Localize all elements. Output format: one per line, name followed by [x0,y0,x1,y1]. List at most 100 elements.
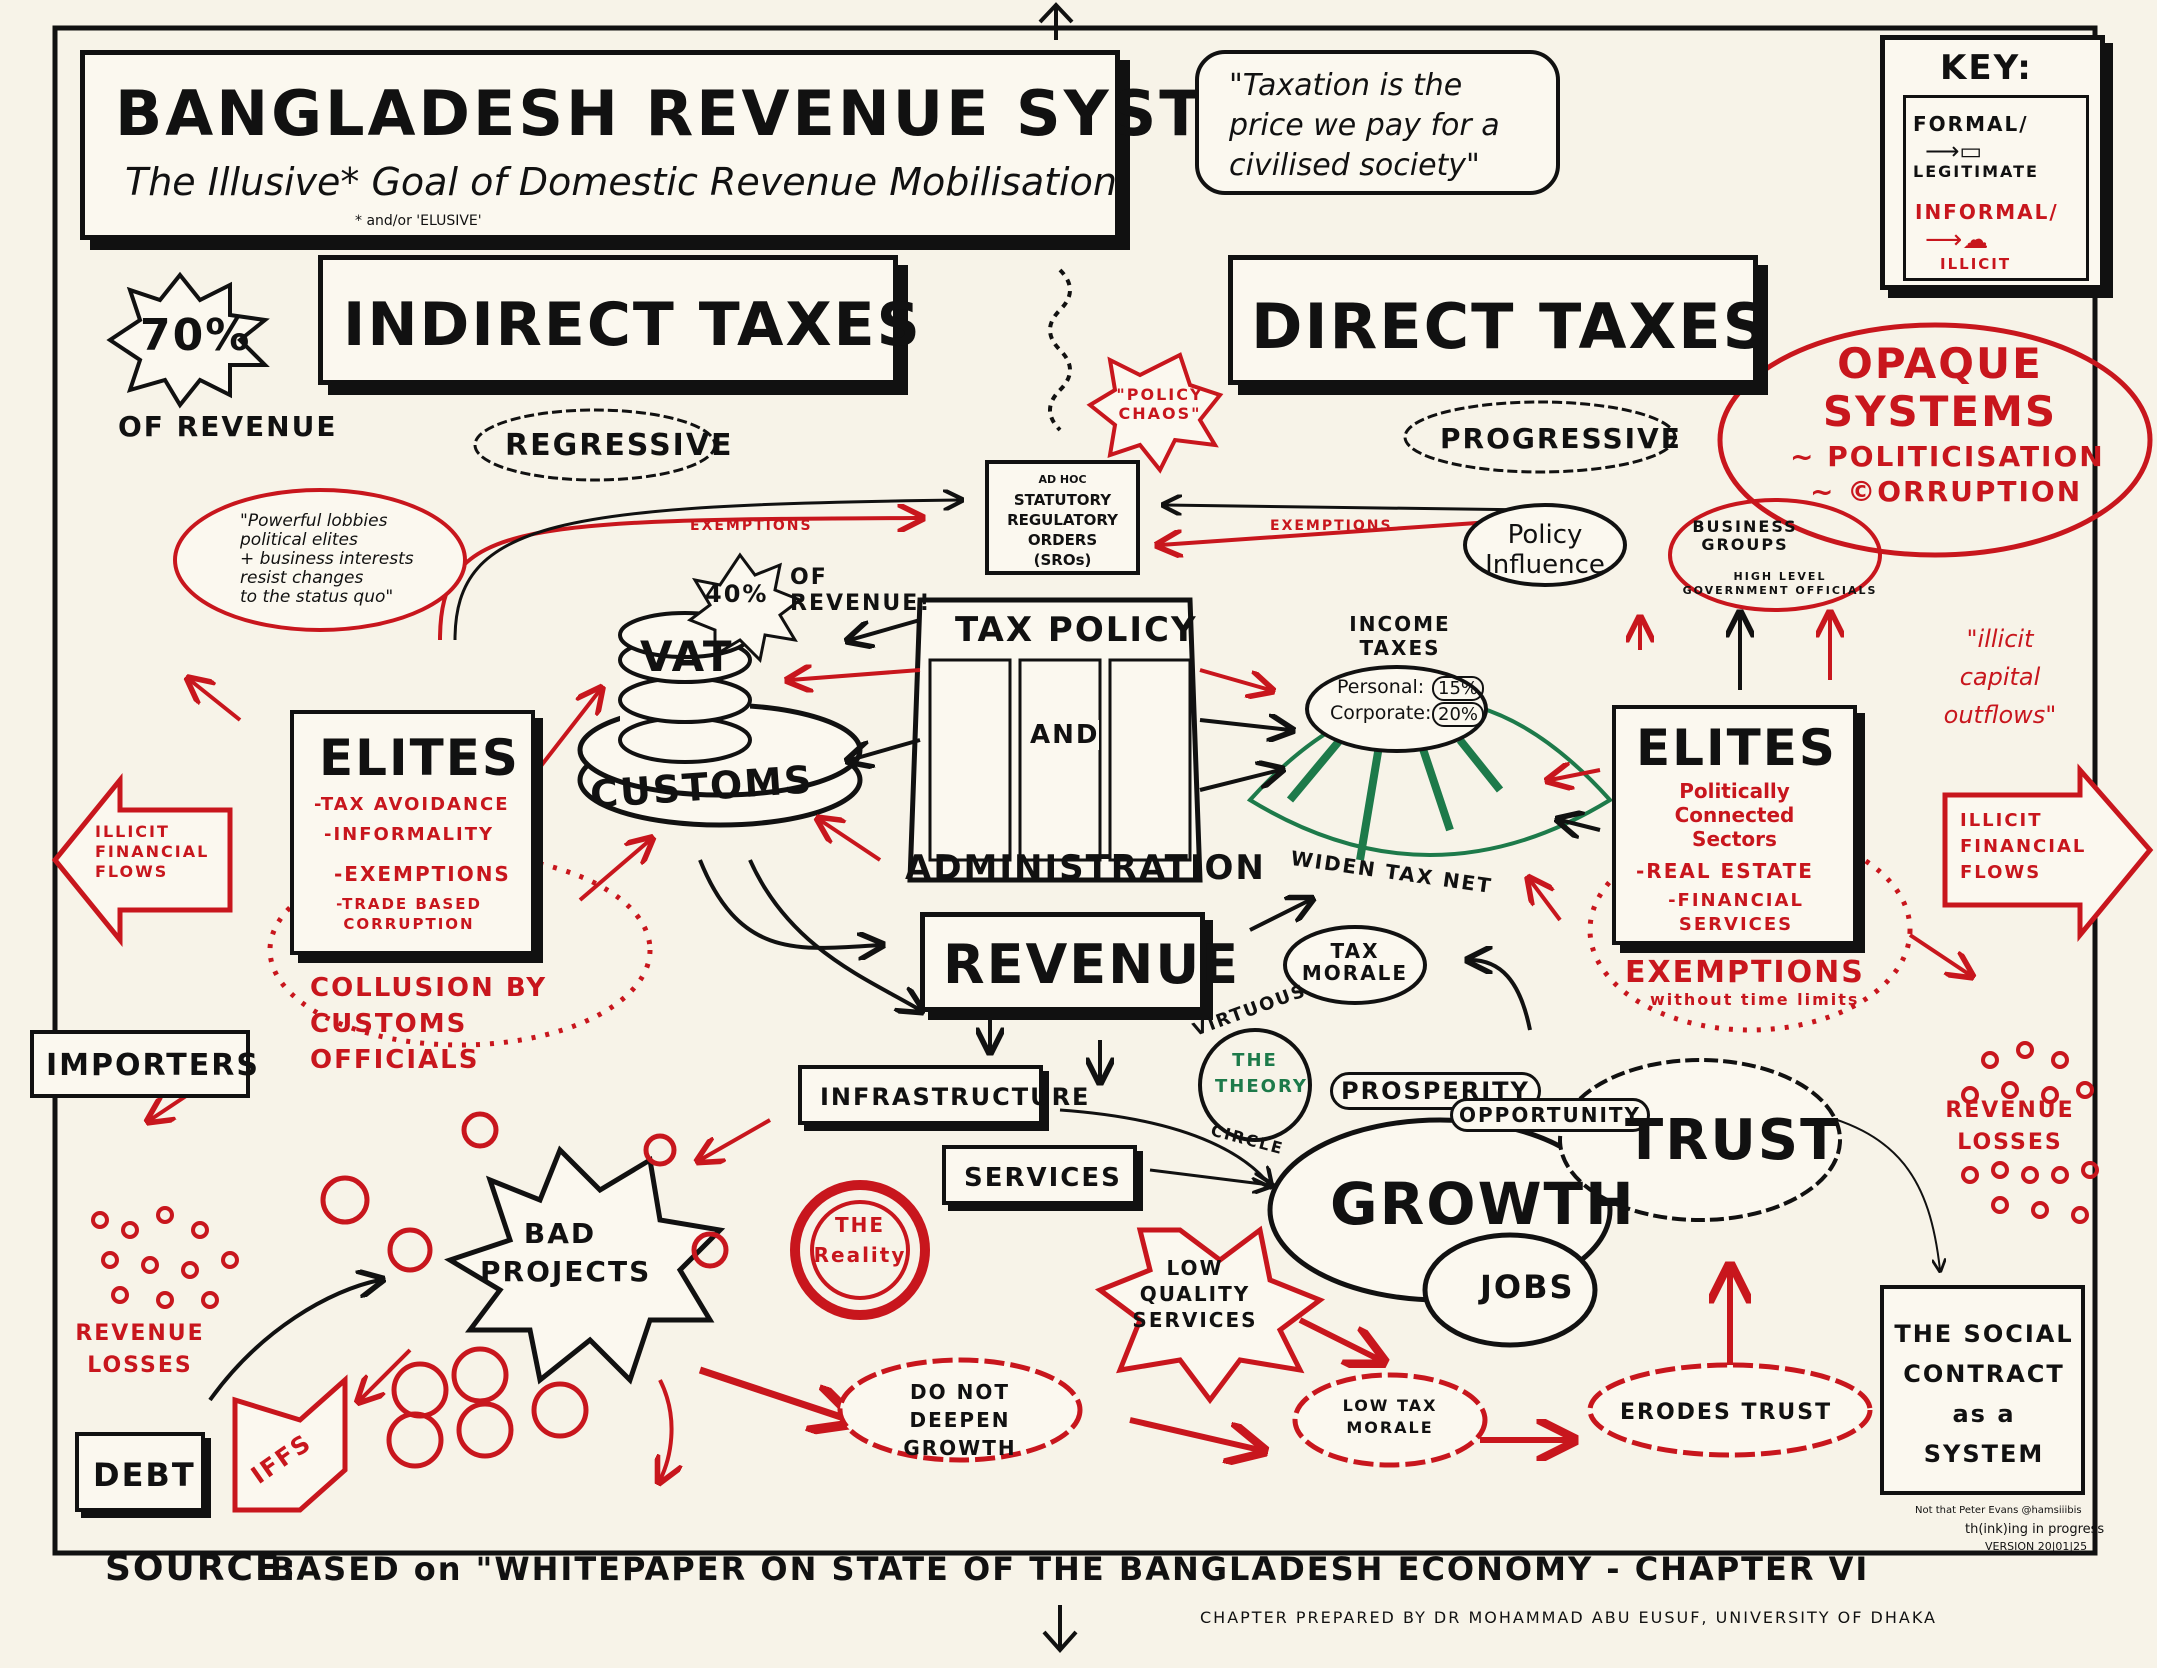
opaque-line2: ~ ©ORRUPTION [1810,475,2083,508]
key-inner [1903,95,2089,281]
signature-line3: VERSION 20|01|25 [1985,1540,2088,1553]
theory-circle [1198,1028,1312,1142]
social-contract-box: THE SOCIAL CONTRACT as a SYSTEM [1880,1285,2085,1495]
tax-policy-top: TAX POLICY [955,610,1198,650]
sros-line-5: (SROs) [1033,551,1092,569]
jobs-cloud [1422,1232,1598,1348]
key-informal-label2: ILLICIT [1940,255,2012,273]
vat-label: VAT [640,632,734,681]
iff-left-arrow [51,772,233,948]
opportunity-label: OPPORTUNITY [1450,1098,1651,1132]
illicit-capital: "illicit capital outflows" [1943,625,2057,729]
revenue-box: REVENUE [920,912,1238,1012]
exemptions-right-sub: without time limits [1650,990,1860,1009]
seventy-pct: 70% [140,310,252,361]
debt-box: DEBT [75,1432,205,1512]
vat-pct-label: OF REVENUE! [790,565,932,616]
key-formal-label2: LEGITIMATE [1913,162,2039,181]
elites-right-box: ELITES Politically Connected Sectors -RE… [1612,705,1857,945]
theory-label: THE THEORY [1215,1050,1308,1097]
tax-morale: TAX MORALE [1301,939,1409,985]
indirect-header-text: INDIRECT TAXES [343,290,922,360]
lobbies-line-5: to the status quo" [240,587,394,607]
low-quality-burst [1094,1225,1326,1405]
importers-box: IMPORTERS [30,1030,258,1098]
elites-left-item-4: -TRADE BASED CORRUPTION [336,895,482,933]
policy-chaos: "POLICY CHAOS" [1116,385,1204,423]
page-title: BANGLADESH REVENUE SYSTEM [115,77,1315,150]
seventy-burst [106,271,270,409]
low-tax-morale: LOW TAX MORALE [1342,1396,1438,1437]
signature-line2: th(ink)ing in progress [1965,1522,2105,1537]
elites-right-item-1: -REAL ESTATE [1636,859,1814,883]
title-footnote: * and/or 'ELUSIVE' [355,213,482,229]
revenue-label: REVENUE [943,933,1241,996]
iff-right-text: ILLICIT FINANCIAL FLOWS [1960,810,2087,883]
sros-line-2: STATUTORY [1013,491,1112,509]
services-box: SERVICES [942,1145,1137,1205]
elites-right-item-2: -FINANCIAL SERVICES [1668,890,1804,935]
social-contract-label: THE SOCIAL CONTRACT as a SYSTEM [1894,1320,2074,1468]
direct-header-text: DIRECT TAXES [1251,290,1770,363]
elites-right-sub-1: Politically [1679,779,1790,803]
income-taxes-title: INCOME TAXES [1349,612,1451,660]
sros-text: AD HOC STATUTORY REGULATORY ORDERS (SROs… [989,470,1136,570]
reality-circle [790,1180,930,1320]
opaque-cloud [1717,322,2153,558]
direct-header: DIRECT TAXES [1228,255,1767,385]
importers-label: IMPORTERS [46,1048,260,1083]
exemptions-ellipse [1587,827,1913,1033]
source-label: SOURCE: [105,1548,298,1589]
the-reality-label: THE Reality [813,1213,907,1267]
sros-line-3: REGULATORY [1007,511,1118,529]
elites-right-title: ELITES [1636,719,1837,777]
sros-box: AD HOC STATUTORY REGULATORY ORDERS (SROs… [985,460,1140,575]
vat-coin-stack [577,611,863,828]
low-quality-label: LOW QUALITY SERVICES [1132,1256,1258,1332]
business-groups: BUSINESS GROUPS [1692,517,1798,554]
iff-left-text: ILLICIT FINANCIAL FLOWS [95,822,210,881]
corporate-pct: 20% [1432,702,1485,727]
income-taxes-disc [1305,665,1488,753]
seventy-pct-label: OF REVENUE [118,410,338,443]
growth-label: GROWTH [1330,1170,1636,1238]
services-label: SERVICES [964,1163,1122,1193]
key-formal-arrow: ⟶▭ [1925,137,1983,165]
key-informal-arrow: ⟶☁ [1925,225,1989,255]
infrastructure-box: INFRASTRUCTURE [798,1065,1088,1125]
jobs-label: JOBS [1480,1268,1575,1306]
elites-left-title: ELITES [319,729,520,787]
do-not-deepen: DO NOT DEEPEN GROWTH [903,1380,1017,1460]
quote-text: "Taxation is the price we pay for a civi… [1229,68,1500,183]
opaque-line1: ~ POLITICISATION [1790,440,2105,473]
personal-pct: 15% [1432,676,1485,701]
elites-right-sub: Politically Connected Sectors [1616,779,1853,851]
key-title: KEY: [1940,48,2033,88]
source-text: BASED on "WHITEPAPER ON STATE OF THE BAN… [270,1550,1870,1588]
key-formal-label: FORMAL/ [1913,112,2029,136]
elites-right-sub-2: Connected [1674,803,1795,827]
lobbies-line-2: political elites [240,530,358,550]
personal-label: Personal: [1337,676,1425,698]
corporate-label: Corporate: [1330,702,1432,724]
exemptions-left: EXEMPTIONS [690,518,813,534]
iffs-arrow [232,1374,348,1513]
lobbies-line-3: + business interests [240,549,414,569]
bad-projects-label: BAD PROJECTS [480,1217,652,1288]
elites-right-sub-3: Sectors [1692,827,1777,851]
title-box: BANGLADESH REVENUE SYSTEM The Illusive* … [80,50,1312,240]
collusion-label: COLLUSION BY CUSTOMS OFFICIALS [310,973,548,1075]
vat-pct: 40% [705,580,769,608]
elites-left-item-1: -TAX AVOIDANCE [314,794,510,815]
exemptions-right: EXEMPTIONS [1270,518,1393,534]
progressive-label: PROGRESSIVE [1440,422,1682,455]
page-subtitle: The Illusive* Goal of Domestic Revenue M… [125,160,1117,204]
key-box: KEY: FORMAL/ ⟶▭ LEGITIMATE INFORMAL/ ⟶☁ … [1880,35,2105,290]
indirect-header: INDIRECT TAXES [318,255,920,385]
sros-line-1: AD HOC [1038,473,1087,486]
sros-line-4: ORDERS [1027,531,1098,549]
infrastructure-label: INFRASTRUCTURE [820,1083,1091,1111]
erodes-trust: ERODES TRUST [1620,1400,1833,1425]
tax-policy-and: AND [1030,720,1100,750]
